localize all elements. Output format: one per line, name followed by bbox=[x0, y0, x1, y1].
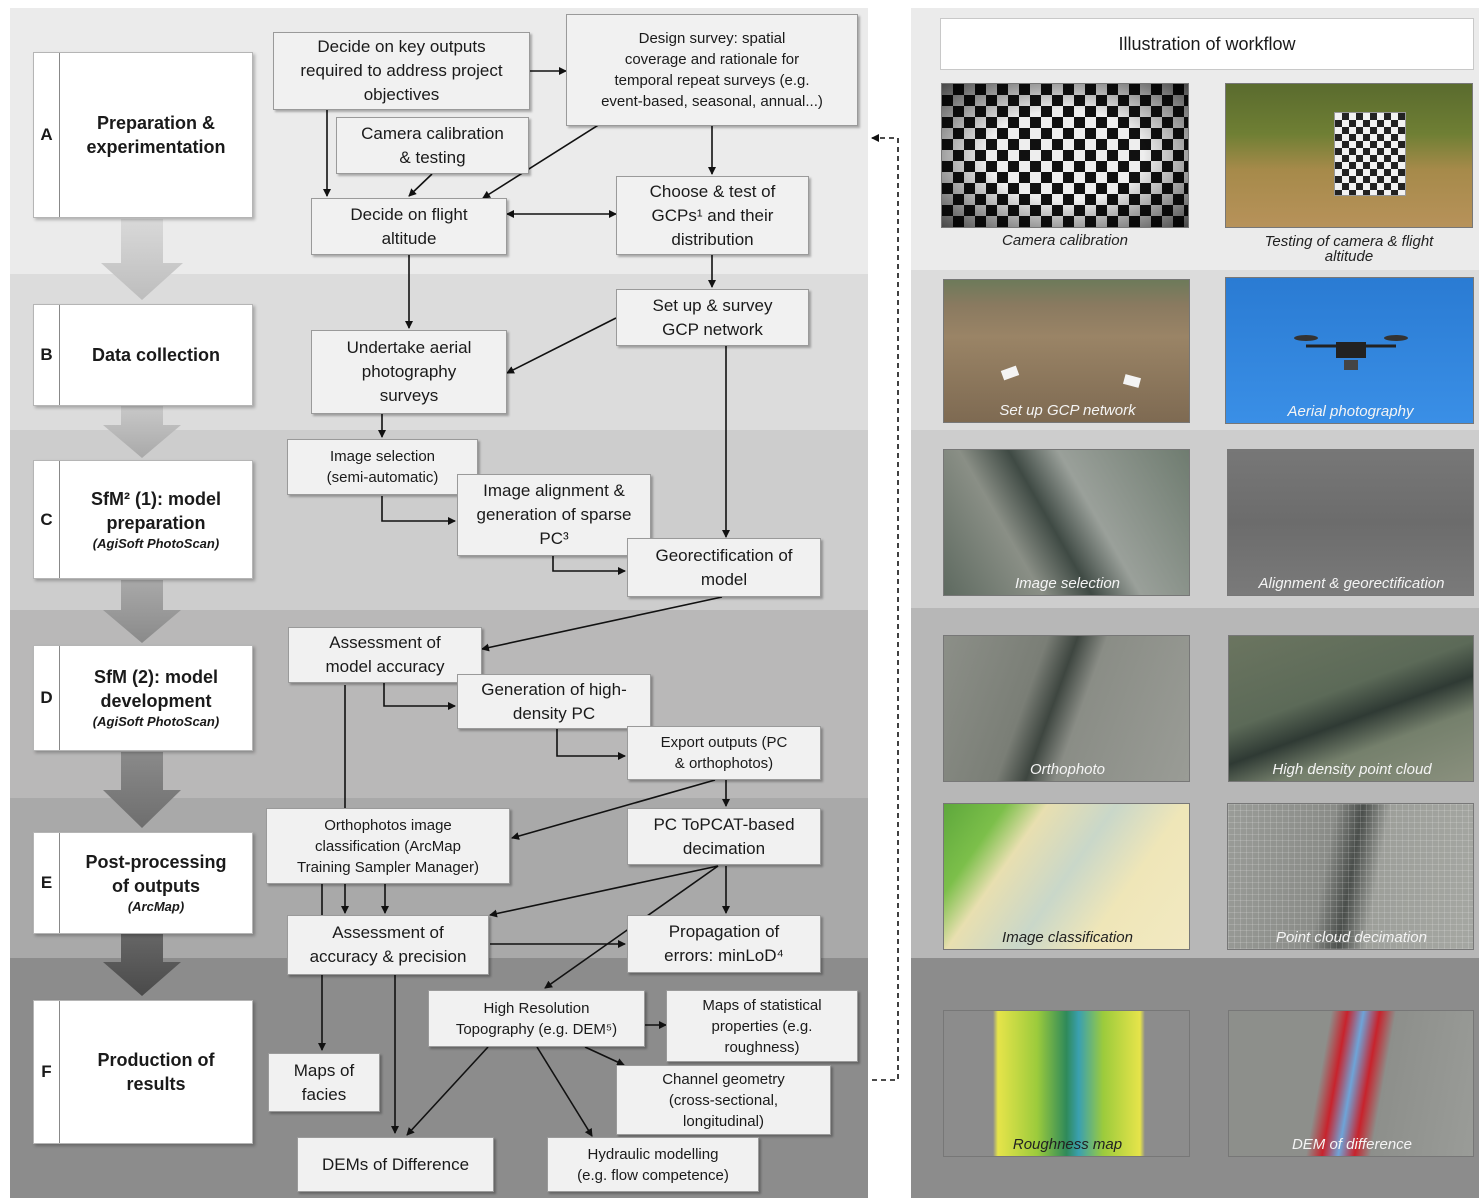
stage-letter: B bbox=[34, 305, 60, 405]
hd-point-cloud-image: High density point cloud bbox=[1228, 635, 1474, 782]
stage-f: F Production of results bbox=[33, 1000, 253, 1144]
step-georectification: Georectification of model bbox=[627, 538, 821, 597]
step-choose-gcps: Choose & test of GCPs¹ and their distrib… bbox=[616, 176, 809, 255]
step-ortho-classification: Orthophotos image classification (ArcMap… bbox=[266, 808, 510, 884]
caption-image-selection: Image selection bbox=[1014, 575, 1121, 592]
stage-letter: D bbox=[34, 646, 60, 750]
stage-arrow-d-e bbox=[103, 752, 181, 828]
step-design-survey: Design survey: spatial coverage and rati… bbox=[566, 14, 858, 126]
stage-c: C SfM² (1): model preparation (AgiSoft P… bbox=[33, 460, 253, 579]
step-accuracy-precision: Assessment of accuracy & precision bbox=[287, 915, 489, 975]
testing-camera-image bbox=[1225, 83, 1473, 228]
step-high-density-pc: Generation of high- density PC bbox=[457, 674, 651, 729]
caption-image-classification: Image classification bbox=[1002, 929, 1133, 946]
stage-arrow-b-c bbox=[103, 405, 181, 458]
target-board-icon bbox=[1334, 112, 1406, 196]
image-selection-image: Image selection bbox=[943, 449, 1190, 596]
stage-a: A Preparation & experimentation bbox=[33, 52, 253, 218]
stage-letter: C bbox=[34, 461, 60, 578]
caption-dem-difference: DEM of difference bbox=[1291, 1136, 1413, 1153]
step-key-outputs: Decide on key outputs required to addres… bbox=[273, 32, 530, 110]
decimation-image: Point cloud decimation bbox=[1227, 803, 1474, 950]
caption-camera-calibration: Camera calibration bbox=[1002, 232, 1128, 249]
dem-difference-image: DEM of difference bbox=[1228, 1010, 1474, 1157]
stage-title: Data collection bbox=[91, 345, 221, 365]
image-classification-image: Image classification bbox=[943, 803, 1190, 950]
step-flight-altitude: Decide on flight altitude bbox=[311, 198, 507, 255]
stage-title: Production of results bbox=[97, 1050, 215, 1094]
step-image-selection: Image selection (semi-automatic) bbox=[287, 439, 478, 495]
step-topcat-decimation: PC ToPCAT-based decimation bbox=[627, 808, 821, 865]
orthophoto-image: Orthophoto bbox=[943, 635, 1190, 782]
stage-subtitle: (ArcMap) bbox=[127, 899, 185, 914]
step-export-outputs: Export outputs (PC & orthophotos) bbox=[627, 726, 821, 780]
caption-setup-gcp: Set up GCP network bbox=[999, 402, 1136, 419]
caption-alignment: Alignment & georectification bbox=[1258, 575, 1445, 592]
stage-d: D SfM (2): model development (AgiSoft Ph… bbox=[33, 645, 253, 751]
caption-aerial-photography: Aerial photography bbox=[1287, 403, 1414, 420]
stage-b: B Data collection bbox=[33, 304, 253, 406]
stage-subtitle: (AgiSoft PhotoScan) bbox=[92, 535, 220, 551]
step-channel-geometry: Channel geometry (cross-sectional, longi… bbox=[616, 1065, 831, 1135]
alignment-image: Alignment & georectification bbox=[1227, 449, 1474, 596]
stage-title: Preparation & experimentation bbox=[86, 113, 226, 157]
stage-letter: A bbox=[34, 53, 60, 217]
stage-letter: F bbox=[34, 1001, 60, 1143]
stage-title: SfM² (1): model preparation bbox=[91, 488, 221, 533]
step-hydraulic-modelling: Hydraulic modelling (e.g. flow competenc… bbox=[547, 1137, 759, 1192]
stage-title: SfM (2): model development bbox=[94, 667, 218, 711]
drone-icon bbox=[1294, 335, 1408, 370]
stage-subtitle: (AgiSoft PhotoScan) bbox=[92, 714, 220, 729]
step-setup-gcp: Set up & survey GCP network bbox=[616, 289, 809, 346]
stage-letter: E bbox=[34, 833, 60, 933]
step-stat-maps: Maps of statistical properties (e.g. rou… bbox=[666, 990, 858, 1062]
step-facies-maps: Maps of facies bbox=[268, 1053, 380, 1112]
setup-gcp-image: Set up GCP network bbox=[943, 279, 1190, 423]
camera-calibration-image bbox=[941, 83, 1189, 228]
step-error-propagation: Propagation of errors: minLoD⁴ bbox=[627, 915, 821, 973]
stage-arrow-c-d bbox=[103, 580, 181, 643]
step-dems-difference: DEMs of Difference bbox=[297, 1137, 494, 1192]
caption-decimation: Point cloud decimation bbox=[1276, 929, 1427, 946]
aerial-photography-image: Aerial photography bbox=[1225, 277, 1474, 424]
stage-title: Post-processing of outputs bbox=[85, 852, 227, 896]
step-aerial-surveys: Undertake aerial photography surveys bbox=[311, 330, 507, 414]
caption-testing-camera: Testing of camera & flight altitude bbox=[1264, 233, 1434, 265]
step-model-accuracy: Assessment of model accuracy bbox=[288, 627, 482, 683]
step-image-alignment: Image alignment & generation of sparse P… bbox=[457, 474, 651, 556]
stage-e: E Post-processing of outputs (ArcMap) bbox=[33, 832, 253, 934]
illustration-title: Illustration of workflow bbox=[940, 18, 1474, 70]
stage-arrow-a-b bbox=[101, 219, 183, 300]
roughness-map-image: Roughness map bbox=[943, 1010, 1190, 1157]
caption-orthophoto: Orthophoto bbox=[1029, 761, 1106, 778]
caption-roughness: Roughness map bbox=[1012, 1136, 1123, 1153]
step-high-res-topo: High Resolution Topography (e.g. DEM⁵) bbox=[428, 990, 645, 1047]
step-camera-calibration: Camera calibration & testing bbox=[336, 117, 529, 174]
stage-arrow-e-f bbox=[103, 934, 181, 996]
caption-hd-point-cloud: High density point cloud bbox=[1272, 761, 1432, 778]
